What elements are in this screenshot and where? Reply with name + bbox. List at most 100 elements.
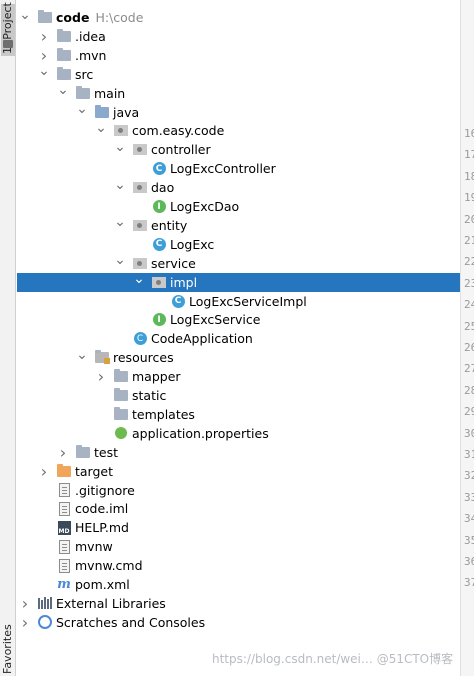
tree-node-label: templates bbox=[132, 406, 195, 422]
folder-icon bbox=[56, 28, 72, 44]
tree-node-label: impl bbox=[170, 274, 198, 290]
line-number: 28 bbox=[464, 383, 474, 397]
tree-node-label: LogExcController bbox=[170, 161, 276, 177]
tree-node[interactable]: mvnw.cmd bbox=[17, 556, 460, 575]
tree-node-label: application.properties bbox=[132, 425, 269, 441]
tree-node[interactable]: static bbox=[17, 386, 460, 405]
line-number: 35 bbox=[464, 533, 474, 547]
tree-node-label: LogExc bbox=[170, 236, 215, 252]
tree-node-label: code.iml bbox=[75, 501, 129, 517]
line-number: 36 bbox=[464, 555, 474, 568]
chevron-down-icon[interactable]: ⌄ bbox=[57, 82, 69, 99]
tree-node[interactable]: templates bbox=[17, 405, 460, 424]
chevron-down-icon[interactable]: ⌄ bbox=[38, 63, 50, 80]
tree-node[interactable]: ⌄src bbox=[17, 63, 460, 84]
favorites-tool-tab[interactable]: Favorites bbox=[1, 624, 14, 674]
tree-node-label: mapper bbox=[132, 369, 181, 385]
iml-file-icon bbox=[56, 501, 72, 517]
source-folder-icon bbox=[94, 104, 110, 120]
tree-node-label: .gitignore bbox=[75, 482, 135, 498]
text-file-icon bbox=[56, 539, 72, 555]
tree-node[interactable]: ›Scratches and Consoles bbox=[17, 613, 460, 632]
class-icon: C bbox=[151, 161, 167, 177]
project-path: H:\code bbox=[95, 10, 144, 25]
chevron-right-icon[interactable]: › bbox=[97, 367, 105, 387]
class-icon: C bbox=[151, 236, 167, 252]
tree-node[interactable]: application.properties bbox=[17, 424, 460, 443]
tree-node[interactable]: ⌄ impl bbox=[17, 271, 460, 292]
chevron-right-icon[interactable]: › bbox=[21, 593, 29, 613]
tree-node[interactable]: › .mvn bbox=[17, 46, 460, 65]
chevron-down-icon[interactable]: ⌄ bbox=[76, 101, 88, 117]
tree-node[interactable]: m pom.xml bbox=[17, 575, 460, 594]
line-number: 21 bbox=[464, 234, 474, 247]
tree-node[interactable]: › test bbox=[17, 443, 460, 462]
chevron-right-icon[interactable]: › bbox=[21, 612, 29, 632]
folder-icon bbox=[113, 369, 129, 385]
tree-node[interactable]: ⌄com.easy.code bbox=[17, 119, 460, 140]
tree-node-label: LogExcService bbox=[170, 312, 261, 328]
chevron-down-icon[interactable]: ⌄ bbox=[114, 252, 126, 269]
line-number: 19 bbox=[464, 191, 474, 205]
chevron-down-icon[interactable]: ⌄ bbox=[133, 271, 145, 288]
tree-node[interactable]: ⌄resources bbox=[17, 346, 460, 367]
line-number: 22 bbox=[464, 255, 474, 269]
package-icon bbox=[151, 274, 167, 290]
tree-node[interactable]: ›.idea bbox=[17, 27, 460, 46]
tree-node[interactable]: ⌄main bbox=[17, 82, 460, 103]
tree-node-label: pom.xml bbox=[75, 577, 130, 592]
chevron-down-icon[interactable]: ⌄ bbox=[114, 138, 126, 155]
tree-node-label: LogExcServiceImpl bbox=[189, 293, 307, 309]
tree-node[interactable]: .gitignore bbox=[17, 481, 460, 500]
package-icon bbox=[132, 255, 148, 271]
line-number: 24 bbox=[464, 298, 474, 312]
tree-node[interactable]: code.iml bbox=[17, 499, 460, 518]
chevron-right-icon[interactable]: › bbox=[40, 45, 48, 65]
tree-node[interactable]: ›target bbox=[17, 462, 460, 481]
chevron-down-icon[interactable]: ⌄ bbox=[95, 119, 107, 136]
tree-node[interactable]: ⌄ code H:\code bbox=[17, 6, 460, 27]
tree-node-label: test bbox=[94, 444, 119, 460]
tree-node[interactable]: ⌄dao bbox=[17, 176, 460, 197]
line-number: 18 bbox=[464, 169, 474, 183]
tree-node[interactable]: ⌄controller bbox=[17, 138, 460, 159]
tree-node-label: service bbox=[151, 255, 196, 271]
chevron-right-icon[interactable]: › bbox=[40, 26, 48, 46]
tree-node-label: .mvn bbox=[75, 47, 107, 63]
scratches-icon bbox=[37, 614, 53, 630]
tree-node-label: code bbox=[56, 10, 90, 25]
chevron-down-icon[interactable]: ⌄ bbox=[114, 214, 126, 231]
project-tool-tab[interactable]: 1: Project bbox=[1, 2, 15, 56]
tree-node[interactable]: mvnw bbox=[17, 537, 460, 556]
tree-node[interactable]: › mapper bbox=[17, 367, 460, 386]
tree-node[interactable]: ›External Libraries bbox=[17, 594, 460, 613]
line-number: 20 bbox=[464, 212, 474, 226]
chevron-right-icon[interactable]: › bbox=[59, 442, 67, 462]
line-number: 25 bbox=[464, 319, 474, 333]
line-number: 27 bbox=[464, 362, 474, 376]
line-number: 29 bbox=[464, 405, 474, 419]
chevron-down-icon[interactable]: ⌄ bbox=[19, 6, 31, 23]
maven-icon: m bbox=[57, 577, 71, 592]
tree-node[interactable]: ⌄java bbox=[17, 101, 460, 122]
chevron-down-icon[interactable]: ⌄ bbox=[76, 346, 88, 363]
folder-icon bbox=[113, 388, 129, 404]
line-number: 16 bbox=[464, 127, 474, 140]
line-number: 34 bbox=[464, 512, 474, 526]
chevron-right-icon[interactable]: › bbox=[40, 461, 48, 481]
chevron-down-icon[interactable]: ⌄ bbox=[114, 176, 126, 193]
folder-icon bbox=[113, 406, 129, 422]
tree-node[interactable]: ⌄ service bbox=[17, 252, 460, 273]
folder-icon bbox=[75, 85, 91, 101]
tree-node[interactable]: ⌄entity bbox=[17, 214, 460, 235]
excluded-folder-icon bbox=[56, 463, 72, 479]
folder-icon bbox=[56, 47, 72, 63]
